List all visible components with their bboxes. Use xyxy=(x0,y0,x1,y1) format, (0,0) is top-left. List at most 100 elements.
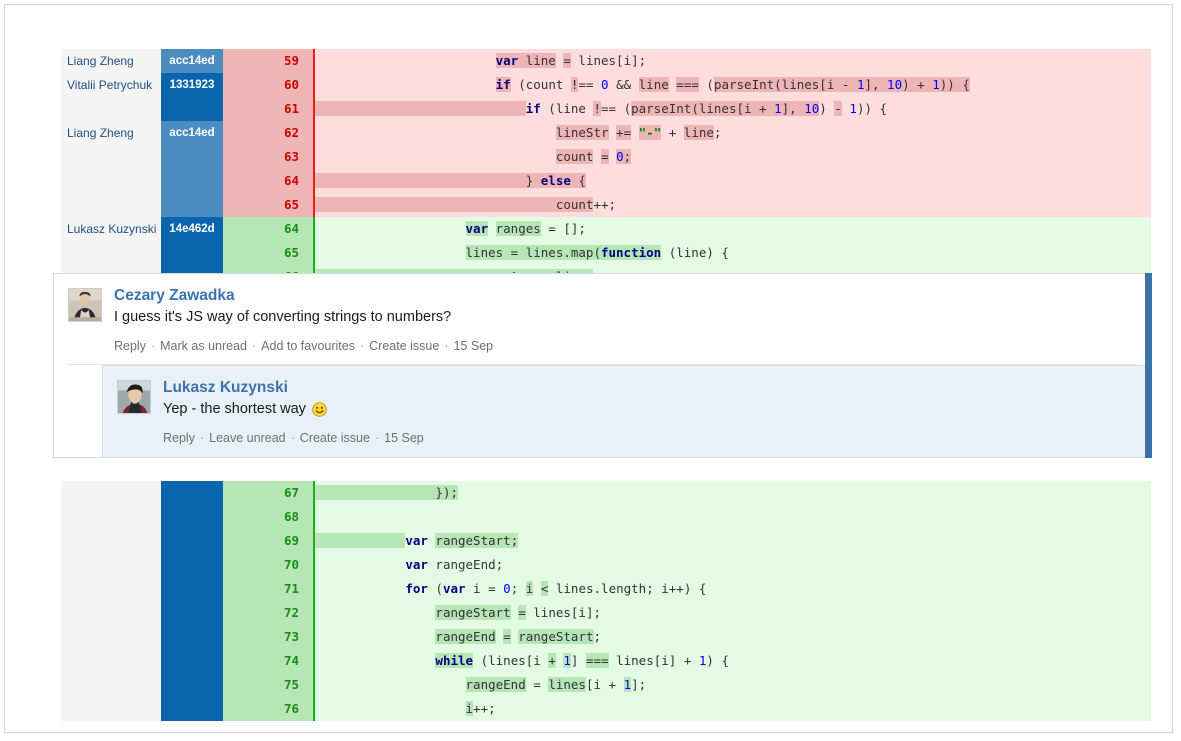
code-line[interactable]: if (line !== (parseInt(lines[i + 1], 10)… xyxy=(315,97,1151,121)
code-line[interactable]: i++; xyxy=(315,697,1151,721)
code-line[interactable]: for (var i = 0; i < lines.length; i++) { xyxy=(315,577,1151,601)
comment-reply-body: Lukasz Kuzynski Yep - the shortest way xyxy=(163,378,1137,457)
diff-row[interactable]: 64 } else { xyxy=(61,169,1151,193)
blame-author[interactable]: Vitalii Petrychuk xyxy=(61,73,161,97)
comment-parent-header: Cezary Zawadka I guess it's JS way of co… xyxy=(68,286,1137,364)
code-token xyxy=(315,701,466,716)
commit-hash[interactable]: acc14ed xyxy=(161,121,223,145)
comment-author-name[interactable]: Cezary Zawadka xyxy=(114,287,235,304)
commit-hash xyxy=(161,145,223,169)
comment-actions: Reply·Mark as unread·Add to favourites·C… xyxy=(114,327,1137,364)
diff-row[interactable]: 74 while (lines[i + 1] === lines[i] + 1)… xyxy=(61,649,1151,673)
line-number: 67 xyxy=(223,481,315,505)
code-line[interactable]: while (lines[i + 1] === lines[i] + 1) { xyxy=(315,649,1151,673)
code-line[interactable]: var line = lines[i]; xyxy=(315,49,1151,73)
code-token: rangeStart xyxy=(435,605,511,620)
diff-row[interactable]: 67 }); xyxy=(61,481,1151,505)
code-token xyxy=(518,53,526,68)
diff-row[interactable]: 63 count = 0; xyxy=(61,145,1151,169)
code-token: + xyxy=(661,125,684,140)
diff-row[interactable]: 69 var rangeStart; xyxy=(61,529,1151,553)
commit-hash xyxy=(161,529,223,553)
code-token: ) + xyxy=(902,77,933,92)
diff-row[interactable]: 70 var rangeEnd; xyxy=(61,553,1151,577)
code-token: lineStr xyxy=(555,125,609,140)
blame-author xyxy=(61,601,161,625)
diff-row[interactable]: 73 rangeEnd = rangeStart; xyxy=(61,625,1151,649)
blame-author xyxy=(61,97,161,121)
code-line[interactable]: rangeEnd = lines[i + 1]; xyxy=(315,673,1151,697)
code-line[interactable] xyxy=(315,505,1151,529)
code-line[interactable]: } else { xyxy=(315,169,1151,193)
code-line[interactable]: }); xyxy=(315,481,1151,505)
comment-action-create-issue[interactable]: Create issue xyxy=(299,431,370,445)
avatar-cezary-zawadka[interactable] xyxy=(68,288,102,322)
blame-author[interactable]: Liang Zheng xyxy=(61,121,161,145)
code-token: 1 xyxy=(563,653,571,668)
code-token: ]; xyxy=(631,677,647,692)
code-token: ranges xyxy=(495,221,541,236)
diff-row[interactable]: 71 for (var i = 0; i < lines.length; i++… xyxy=(61,577,1151,601)
comment-text-content: I guess it's JS way of converting string… xyxy=(114,309,452,325)
avatar-lukasz-kuzynski[interactable] xyxy=(117,380,151,414)
code-line[interactable]: var rangeStart; xyxy=(315,529,1151,553)
line-number: 71 xyxy=(223,577,315,601)
code-token: if xyxy=(495,77,511,92)
comment-action-reply[interactable]: Reply xyxy=(114,339,146,353)
code-token xyxy=(315,53,496,68)
comment-action-mark-as-unread[interactable]: Mark as unread xyxy=(160,339,247,353)
commit-hash[interactable]: 1331923 xyxy=(161,73,223,97)
code-line[interactable]: count = 0; xyxy=(315,145,1151,169)
blame-author[interactable]: Lukasz Kuzynski xyxy=(61,217,161,241)
blame-author xyxy=(61,169,161,193)
code-line[interactable]: lineStr += "-" + line; xyxy=(315,121,1151,145)
code-line[interactable]: lines = lines.map(function (line) { xyxy=(315,241,1151,265)
diff-row[interactable]: 75 rangeEnd = lines[i + 1]; xyxy=(61,673,1151,697)
code-line[interactable]: rangeEnd = rangeStart; xyxy=(315,625,1151,649)
code-token: (lines[i xyxy=(473,653,549,668)
code-token: 1 xyxy=(623,677,632,692)
code-token xyxy=(593,149,601,164)
commit-hash xyxy=(161,625,223,649)
comment-action-reply[interactable]: Reply xyxy=(163,431,195,445)
diff-row[interactable]: 72 rangeStart = lines[i]; xyxy=(61,601,1151,625)
code-token xyxy=(315,485,436,500)
blame-author xyxy=(61,625,161,649)
code-token: )) { xyxy=(856,101,888,116)
comment-action-leave-unread[interactable]: Leave unread xyxy=(209,431,286,445)
diff-row[interactable]: 68 xyxy=(61,505,1151,529)
blame-author xyxy=(61,577,161,601)
code-token: ], xyxy=(781,101,805,116)
line-number: 73 xyxy=(223,625,315,649)
blame-author[interactable]: Liang Zheng xyxy=(61,49,161,73)
commit-hash[interactable]: acc14ed xyxy=(161,49,223,73)
code-token: 1 xyxy=(856,77,865,92)
code-token: 1 xyxy=(849,101,857,116)
code-line[interactable]: count++; xyxy=(315,193,1151,217)
code-line[interactable]: rangeStart = lines[i]; xyxy=(315,601,1151,625)
diff-row[interactable]: 65 lines = lines.map(function (line) { xyxy=(61,241,1151,265)
diff-row[interactable]: 76 i++; xyxy=(61,697,1151,721)
code-line[interactable]: var rangeEnd; xyxy=(315,553,1151,577)
code-line[interactable]: var ranges = []; xyxy=(315,217,1151,241)
code-token: lines = lines.map( xyxy=(465,245,601,260)
blame-author xyxy=(61,697,161,721)
comment-action-create-issue[interactable]: Create issue xyxy=(369,339,440,353)
commit-hash[interactable]: 14e462d xyxy=(161,217,223,241)
code-token xyxy=(609,125,617,140)
comment-reply-author-name[interactable]: Lukasz Kuzynski xyxy=(163,379,288,396)
code-line[interactable]: if (count !== 0 && line === (parseInt(li… xyxy=(315,73,1151,97)
commit-hash xyxy=(161,97,223,121)
code-token: var xyxy=(405,533,428,548)
code-token: ], xyxy=(864,77,888,92)
commit-hash xyxy=(161,505,223,529)
diff-row[interactable]: 65 count++; xyxy=(61,193,1151,217)
comment-thread: Cezary Zawadka I guess it's JS way of co… xyxy=(53,273,1152,458)
comment-action-add-to-favourites[interactable]: Add to favourites xyxy=(261,339,355,353)
diff-row[interactable]: 61 if (line !== (parseInt(lines[i + 1], … xyxy=(61,97,1151,121)
